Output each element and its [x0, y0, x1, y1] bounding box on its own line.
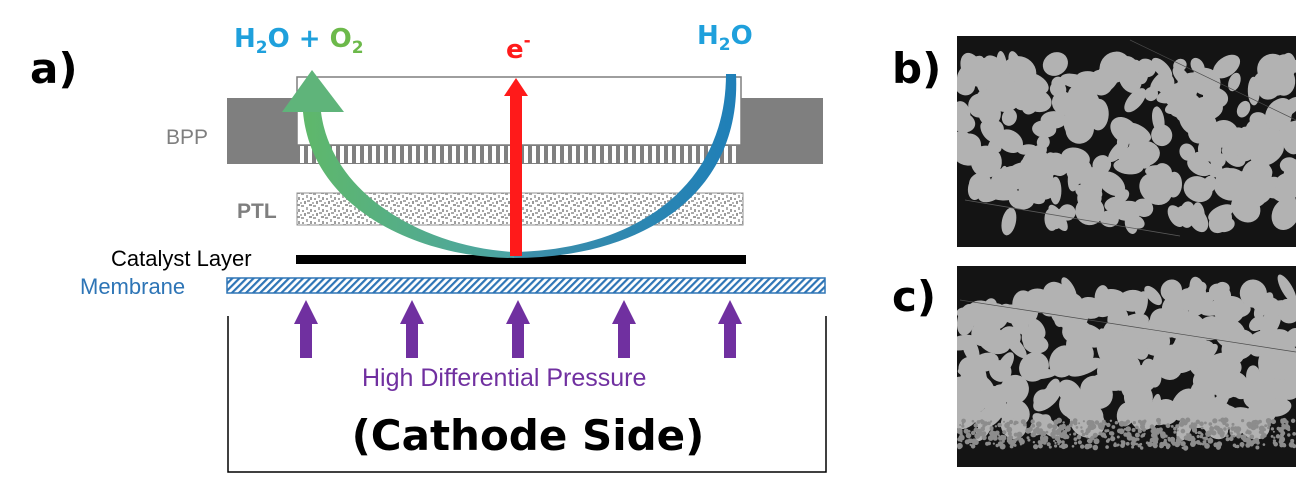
- pressure-arrow-shaft: [618, 322, 630, 358]
- pressure-arrow-shaft: [724, 322, 736, 358]
- pressure-arrows: [294, 300, 742, 358]
- pressure-arrowhead: [294, 300, 318, 324]
- membrane-label: Membrane: [80, 274, 185, 299]
- water-in-label: H2O: [697, 21, 753, 55]
- cathode-side-label: (Cathode Side): [352, 411, 705, 460]
- water-oxygen-label: H2O + O2: [234, 24, 364, 58]
- pressure-arrow-shaft: [406, 322, 418, 358]
- bpp-label: BPP: [166, 126, 208, 149]
- panel-a-label: a): [30, 44, 78, 93]
- catalyst-layer-label: Catalyst Layer: [111, 246, 252, 271]
- electron-label: e-: [506, 31, 531, 65]
- pressure-arrowhead: [718, 300, 742, 324]
- membrane-layer: [226, 277, 826, 294]
- ptl-label: PTL: [237, 200, 277, 223]
- micrograph-c: [957, 266, 1296, 467]
- oxygen-water-out-arrow: [303, 112, 514, 258]
- panel-b-label: b): [892, 44, 942, 93]
- cathode-chamber: [227, 316, 827, 473]
- oxygen-water-arrowhead: [282, 70, 344, 112]
- pressure-arrowhead: [506, 300, 530, 324]
- panel-c-label: c): [892, 272, 937, 321]
- electron-arrowhead: [504, 78, 528, 96]
- catalyst-layer: [296, 255, 746, 264]
- pressure-arrowhead: [400, 300, 424, 324]
- micrograph-b: [957, 36, 1296, 247]
- electron-arrow-shaft: [510, 94, 522, 256]
- pressure-label: High Differential Pressure: [362, 364, 646, 392]
- pressure-arrow-shaft: [512, 322, 524, 358]
- pressure-arrow-shaft: [300, 322, 312, 358]
- pressure-arrowhead: [612, 300, 636, 324]
